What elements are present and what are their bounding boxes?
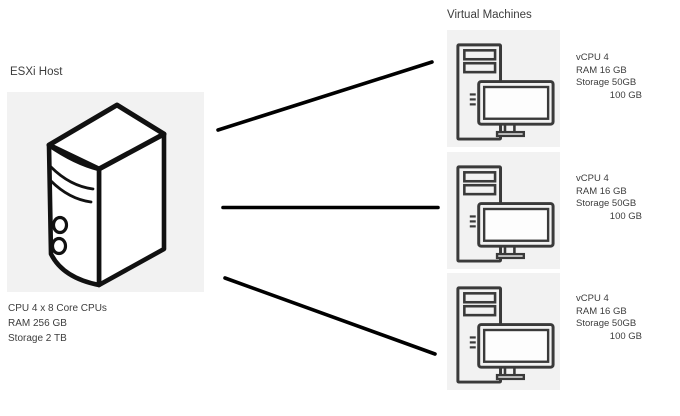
connector-host-to-vm1 (216, 60, 434, 132)
vm-panel-1 (447, 30, 560, 147)
vm-specs-2: vCPU 4 RAM 16 GB Storage 50GB 100 GB (576, 173, 642, 223)
vm-spec-vcpu: vCPU 4 (576, 52, 609, 63)
vm-spec-storage: Storage 50GB (576, 198, 637, 209)
virtual-machines-title: Virtual Machines (447, 9, 532, 21)
vm-spec-storage2: 100 GB (609, 210, 642, 222)
vm-panel-2 (447, 152, 560, 269)
desktop-computer-icon (456, 165, 555, 263)
server-tower-icon (46, 102, 167, 288)
vm-spec-ram: RAM 16 GB (576, 185, 627, 197)
vm-spec-storage2: 100 GB (609, 330, 642, 342)
vm-panel-3 (447, 273, 560, 390)
vm-spec-vcpu: vCPU 4 (576, 293, 609, 304)
vm-spec-storage: Storage 50GB (576, 318, 637, 329)
host-spec-storage: Storage 2 TB (8, 333, 67, 344)
vm-spec-vcpu: vCPU 4 (576, 173, 609, 184)
vm-spec-ram: RAM 16 GB (576, 64, 627, 76)
connector-host-to-vm3 (223, 276, 437, 356)
desktop-computer-icon (456, 286, 555, 384)
vm-specs-3: vCPU 4 RAM 16 GB Storage 50GB 100 GB (576, 293, 642, 343)
esxi-host-panel (7, 92, 204, 292)
host-spec-cpu: CPU 4 x 8 Core CPUs (8, 303, 107, 314)
esxi-host-label: ESXi Host (10, 66, 63, 78)
vm-specs-1: vCPU 4 RAM 16 GB Storage 50GB 100 GB (576, 52, 642, 102)
vm-spec-ram: RAM 16 GB (576, 305, 627, 317)
esxi-host-specs: CPU 4 x 8 Core CPUs RAM 256 GB Storage 2… (8, 301, 107, 346)
desktop-computer-icon (456, 43, 555, 141)
host-spec-ram: RAM 256 GB (8, 318, 67, 329)
vm-spec-storage: Storage 50GB (576, 77, 637, 88)
vm-spec-storage2: 100 GB (609, 89, 642, 101)
